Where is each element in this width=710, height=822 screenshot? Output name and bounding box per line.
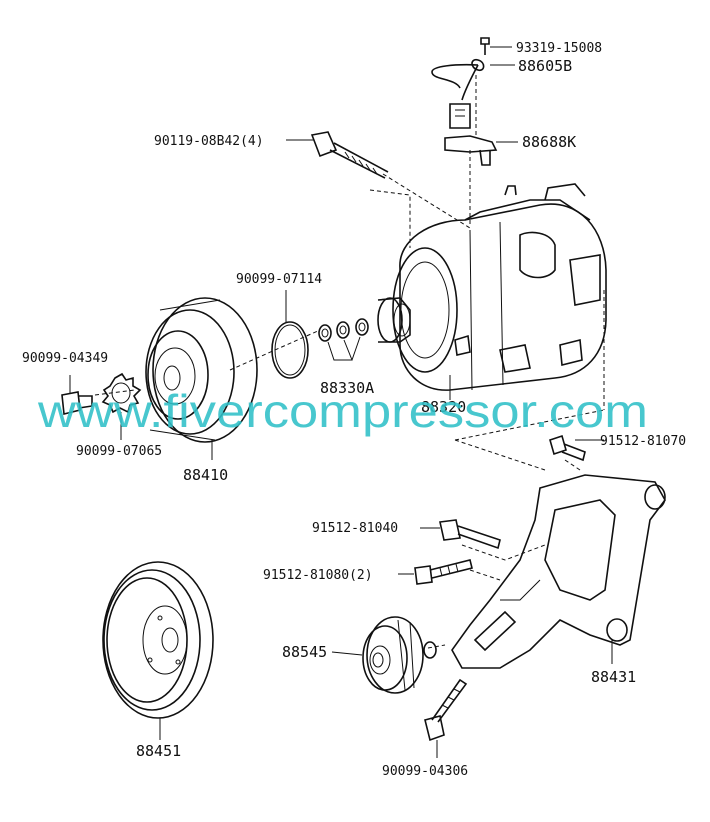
label-88410: 88410 xyxy=(183,466,228,484)
mounting-bracket-88431 xyxy=(451,474,666,669)
label-88451: 88451 xyxy=(136,742,181,760)
label-90099-07065: 90099-07065 xyxy=(76,444,162,459)
shims-88330a xyxy=(318,318,369,361)
label-90099-04306: 90099-04306 xyxy=(382,764,468,779)
lock-washer-90099-07065 xyxy=(101,372,142,440)
crank-pulley-88451 xyxy=(102,561,214,740)
clutch-pulley-88410 xyxy=(145,297,258,460)
nut-90099-04349 xyxy=(61,375,93,415)
bolt-91512-81080 xyxy=(414,559,473,585)
label-88605b: 88605B xyxy=(518,57,572,75)
bolt-91512-81040 xyxy=(439,519,501,550)
watermark-text: www.fivercompressor.com xyxy=(37,385,648,437)
bolt-90099-04306 xyxy=(424,678,468,758)
label-88688k: 88688K xyxy=(522,133,576,151)
label-88431: 88431 xyxy=(591,668,636,686)
label-88330a: 88330A xyxy=(320,379,374,397)
snap-ring-90099-07114 xyxy=(271,290,309,379)
leader-lines xyxy=(286,46,604,575)
label-90119-08b42: 90119-08B42(4) xyxy=(154,134,264,149)
label-91512-81070: 91512-81070 xyxy=(600,434,686,449)
label-91512-81080: 91512-81080(2) xyxy=(263,568,373,583)
label-90099-07114: 90099-07114 xyxy=(236,272,322,287)
thermo-sensor-harness xyxy=(431,37,490,129)
part-labels: 93319-15008 88605B 88688K 90119-08B42(4)… xyxy=(22,41,686,779)
label-88320: 88320 xyxy=(421,398,466,416)
bracket-88688k xyxy=(444,135,498,166)
bolt-91512-81070 xyxy=(549,434,586,462)
assembly-dash-lines xyxy=(94,75,605,649)
compressor-88320 xyxy=(377,183,607,391)
label-88545: 88545 xyxy=(282,643,327,661)
label-91512-81040: 91512-81040 xyxy=(312,521,398,536)
long-bolt-90119 xyxy=(310,131,389,179)
label-90099-04349: 90099-04349 xyxy=(22,351,108,366)
label-93319-15008: 93319-15008 xyxy=(516,41,602,56)
idler-pulley-88545 xyxy=(331,616,437,694)
